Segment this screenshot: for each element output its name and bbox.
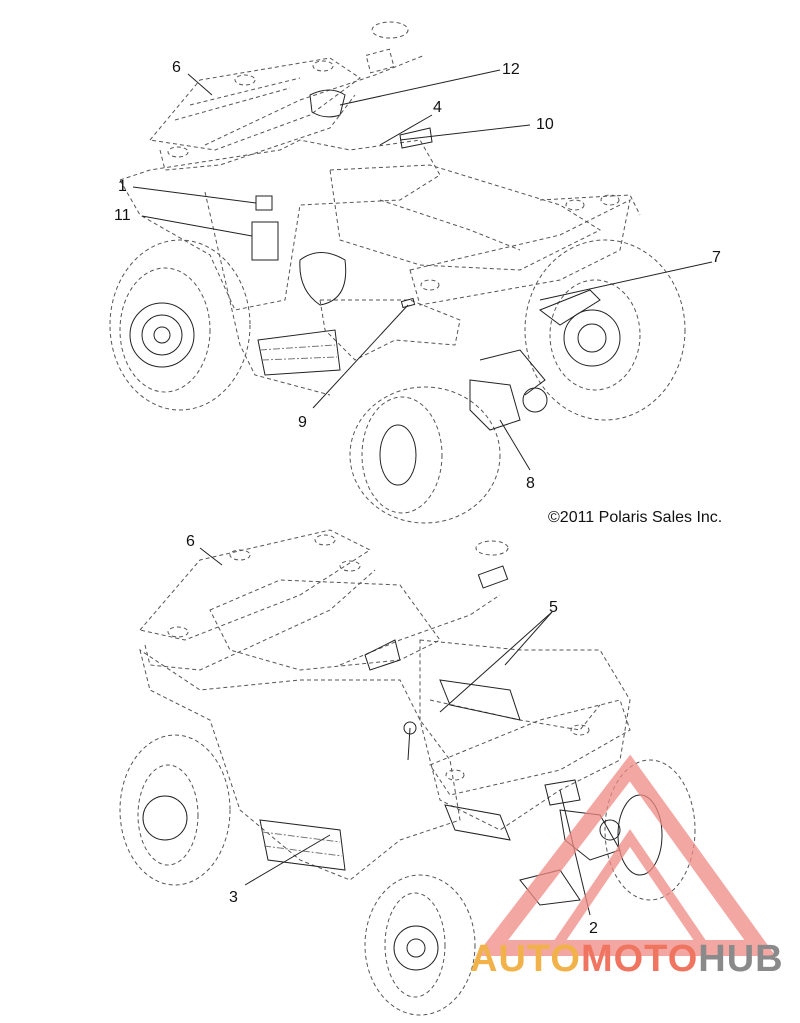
callout-7: 7	[712, 249, 721, 266]
watermark-logo: AUTOMOTOHUB	[470, 938, 784, 981]
callout-8: 8	[526, 475, 535, 492]
atv-front-view	[109, 21, 686, 524]
callout-12: 12	[502, 61, 520, 78]
callout-10: 10	[536, 116, 554, 133]
watermark-auto: AUTO	[470, 938, 581, 980]
callout-9: 9	[298, 414, 307, 431]
callout-4: 4	[433, 99, 442, 116]
callout-2: 2	[589, 920, 598, 937]
watermark-moto: MOTO	[580, 938, 699, 980]
copyright-notice: ©2011 Polaris Sales Inc.	[548, 509, 723, 526]
callout-6-bottom: 6	[186, 533, 195, 550]
watermark-hub: HUB	[698, 938, 784, 980]
callout-3: 3	[229, 889, 238, 906]
callout-1: 1	[118, 178, 127, 195]
callout-6-top: 6	[172, 59, 181, 76]
callout-5: 5	[549, 599, 558, 616]
callout-11: 11	[114, 207, 131, 224]
watermark-triangle-icon	[475, 754, 776, 956]
